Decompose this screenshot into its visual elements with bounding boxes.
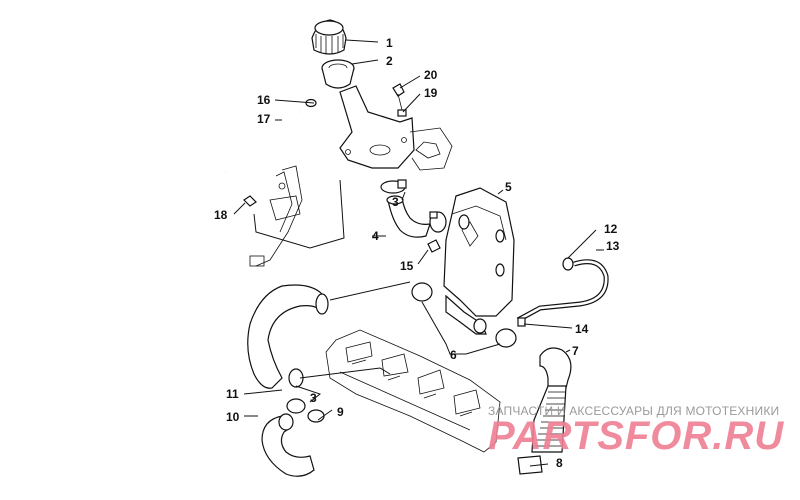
callout-15: 15 xyxy=(400,259,414,273)
callout-7: 7 xyxy=(572,344,579,358)
callout-6: 6 xyxy=(450,348,457,362)
callout-2: 2 xyxy=(386,54,393,68)
callout-labels: 1 2 20 16 19 17 5 3 18 12 4 13 15 14 6 7… xyxy=(214,36,620,470)
callout-11: 11 xyxy=(226,387,239,401)
callout-5: 5 xyxy=(505,180,512,194)
vent-hose-part xyxy=(225,110,301,174)
reservoir-clamps-part xyxy=(411,282,517,348)
callout-20: 20 xyxy=(424,68,438,82)
callout-14: 14 xyxy=(575,322,589,336)
elbow-hose-part xyxy=(386,195,431,238)
corrugated-hose-part xyxy=(531,347,572,453)
leader-lines xyxy=(233,39,604,467)
lower-hose-clamps-part xyxy=(286,368,306,414)
mounting-bracket-part xyxy=(339,85,453,171)
filler-neck-part xyxy=(321,59,355,89)
callout-9: 9 xyxy=(337,405,344,419)
callout-12: 12 xyxy=(604,222,618,236)
lower-radiator-hose-part xyxy=(261,413,315,477)
hose-ring-part xyxy=(307,409,325,423)
callout-3-upper: 3 xyxy=(392,195,399,209)
coupling-part xyxy=(517,455,543,475)
upper-hose-clamp-part xyxy=(380,179,407,194)
overflow-hose-part xyxy=(516,257,609,323)
callout-18: 18 xyxy=(214,208,228,222)
callout-10: 10 xyxy=(226,410,240,424)
callout-8: 8 xyxy=(556,456,563,470)
callout-17: 17 xyxy=(257,112,271,126)
filler-cap-part xyxy=(311,19,347,55)
callout-3-lower: 3 xyxy=(310,391,317,405)
callout-19: 19 xyxy=(424,86,438,100)
upper-radiator-hose-part xyxy=(247,284,329,389)
overflow-clamp-part xyxy=(517,317,526,327)
watermark-logo: PARTSFOR.RU xyxy=(488,414,785,458)
watermark-tagline: ЗАПЧАСТИ И АКСЕССУАРЫ ДЛЯ МОТОТЕХНИКИ xyxy=(488,404,780,418)
callout-4: 4 xyxy=(372,229,379,243)
wire-bracket-part xyxy=(243,165,303,267)
engine-block-part xyxy=(325,329,501,453)
reservoir-bolt-part xyxy=(427,239,441,253)
callout-16: 16 xyxy=(257,93,271,107)
callout-13: 13 xyxy=(606,239,620,253)
reservoir-clamp-part xyxy=(429,211,447,233)
callout-1: 1 xyxy=(386,36,393,50)
coolant-reservoir-part xyxy=(443,187,515,335)
